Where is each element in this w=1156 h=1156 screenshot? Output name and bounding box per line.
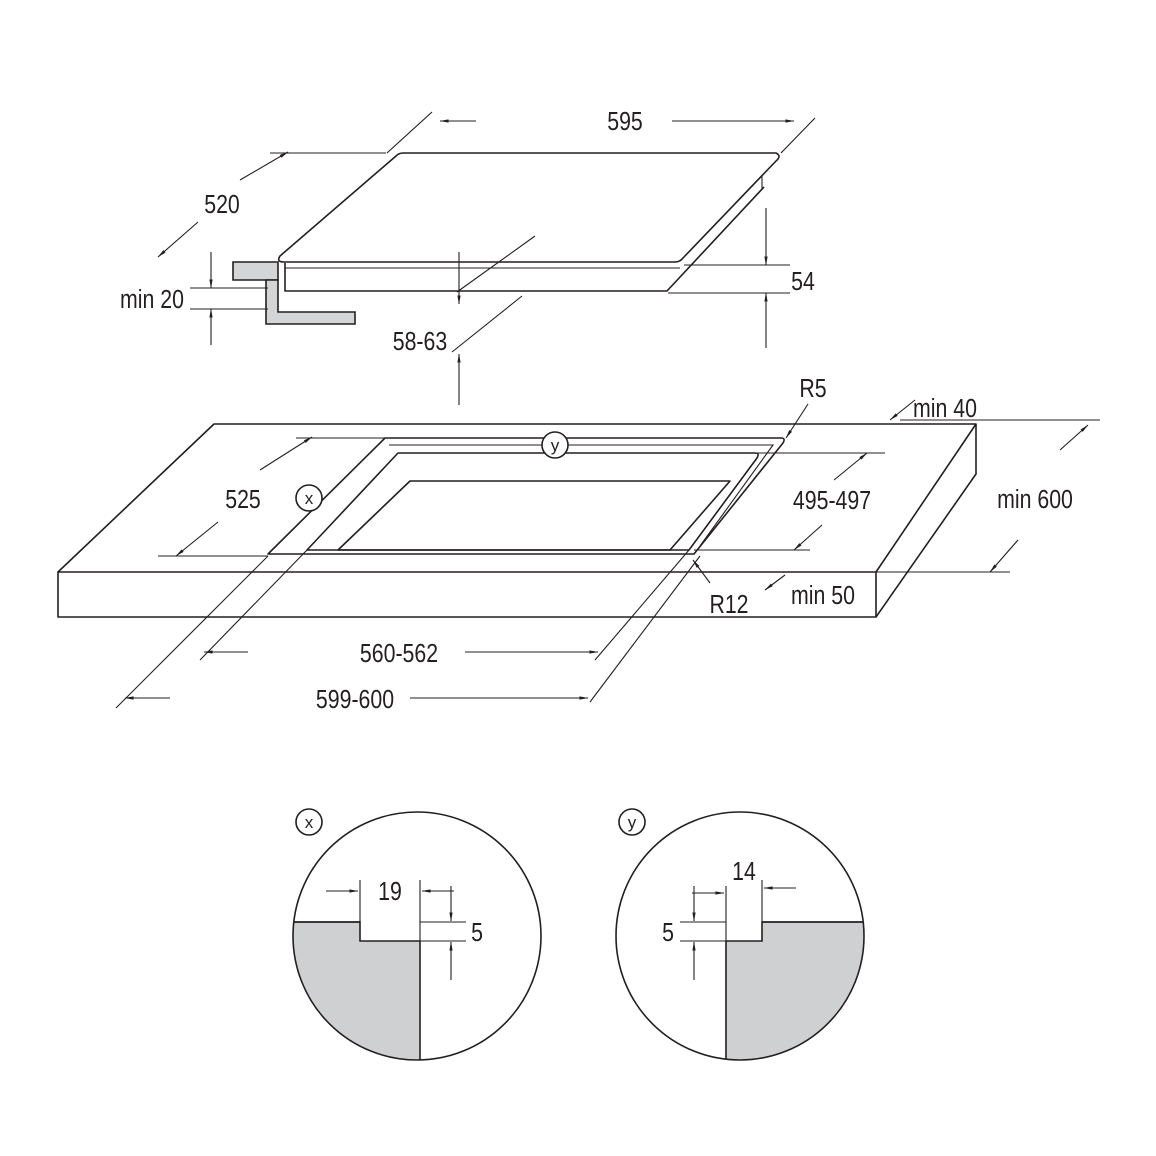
dim-560-label: 560-562 xyxy=(360,639,438,669)
ext-560-left xyxy=(199,549,308,661)
dim-495-arrow-bottom xyxy=(793,524,823,551)
cutout-outer xyxy=(267,437,785,555)
detail-y-marker xyxy=(541,431,569,459)
dim-r5-arrow xyxy=(785,403,809,439)
dim-min50-arrow xyxy=(764,574,786,591)
hob-top-surface xyxy=(277,152,780,263)
bracket-profile xyxy=(265,279,356,325)
ext-560-right xyxy=(594,549,690,661)
ext-595-right xyxy=(780,117,816,154)
ext-599-left xyxy=(115,555,269,709)
detail-x-marker xyxy=(295,484,323,512)
dim-54-label: 54 xyxy=(791,267,815,297)
worktop-profile xyxy=(232,261,279,281)
ext-599-right xyxy=(589,555,701,703)
dim-min600-arrow-bottom xyxy=(989,539,1019,573)
dim-525-arrow-top xyxy=(259,436,313,471)
dim-525-label: 525 xyxy=(225,485,261,515)
dim-min600-label: min 600 xyxy=(997,485,1073,515)
detail-y-tag-label: y xyxy=(628,813,637,832)
detail-x-marker-label: x xyxy=(305,489,314,508)
worktop-drawing: y x R5 min 40 525 495-497 min 600 R12 xyxy=(57,374,1100,715)
detail-y-tag xyxy=(618,808,646,836)
dim-525-arrow-bottom xyxy=(175,521,219,557)
detail-x-tag-label: x xyxy=(305,813,314,832)
detail-x-label-5: 5 xyxy=(471,918,483,948)
dim-495-label: 495-497 xyxy=(793,486,871,516)
dim-r5-label: R5 xyxy=(799,374,826,404)
detail-x-label-19: 19 xyxy=(378,877,402,907)
ext-5863-top xyxy=(456,235,536,293)
detail-y-marker-label: y xyxy=(551,436,560,455)
ext-595-left xyxy=(386,111,433,154)
dim-min600-arrow-top xyxy=(1059,424,1089,451)
dim-min50-label: min 50 xyxy=(791,581,855,611)
detail-x-tag xyxy=(295,808,323,836)
dim-595-label: 595 xyxy=(607,107,643,137)
dim-520-arrow-top xyxy=(239,151,289,181)
dim-495-arrow-top xyxy=(833,452,868,481)
detail-x: x 19 5 xyxy=(292,808,542,1061)
detail-y-circle xyxy=(615,811,865,1061)
dim-r12-label: R12 xyxy=(709,590,748,620)
dim-520-label: 520 xyxy=(204,190,240,220)
detail-x-circle xyxy=(292,811,542,1061)
dim-520-arrow-bottom xyxy=(157,221,199,258)
dim-min40-arrow xyxy=(889,399,916,421)
worktop-side-face xyxy=(875,424,977,618)
cutout-inner-opening xyxy=(337,480,731,551)
dim-5863-label: 58-63 xyxy=(393,327,448,357)
worktop-front-face xyxy=(57,572,877,618)
cutout-rebate-top xyxy=(389,444,775,547)
detail-y-label-5: 5 xyxy=(662,918,674,948)
dim-r12-arrow xyxy=(692,559,711,584)
ext-5863-bottom xyxy=(451,295,523,353)
detail-x-worktop-section xyxy=(293,921,421,1060)
hob-drawing: 595 520 min 20 58-63 54 xyxy=(120,107,816,405)
cutout-inner-rim xyxy=(306,452,759,551)
hob-body xyxy=(284,186,765,292)
detail-y-label-14: 14 xyxy=(732,857,756,887)
detail-y: y 14 5 xyxy=(615,808,865,1061)
dim-599-label: 599-600 xyxy=(316,685,394,715)
dim-min40-label: min 40 xyxy=(913,394,977,424)
dim-min20-label: min 20 xyxy=(120,285,184,315)
